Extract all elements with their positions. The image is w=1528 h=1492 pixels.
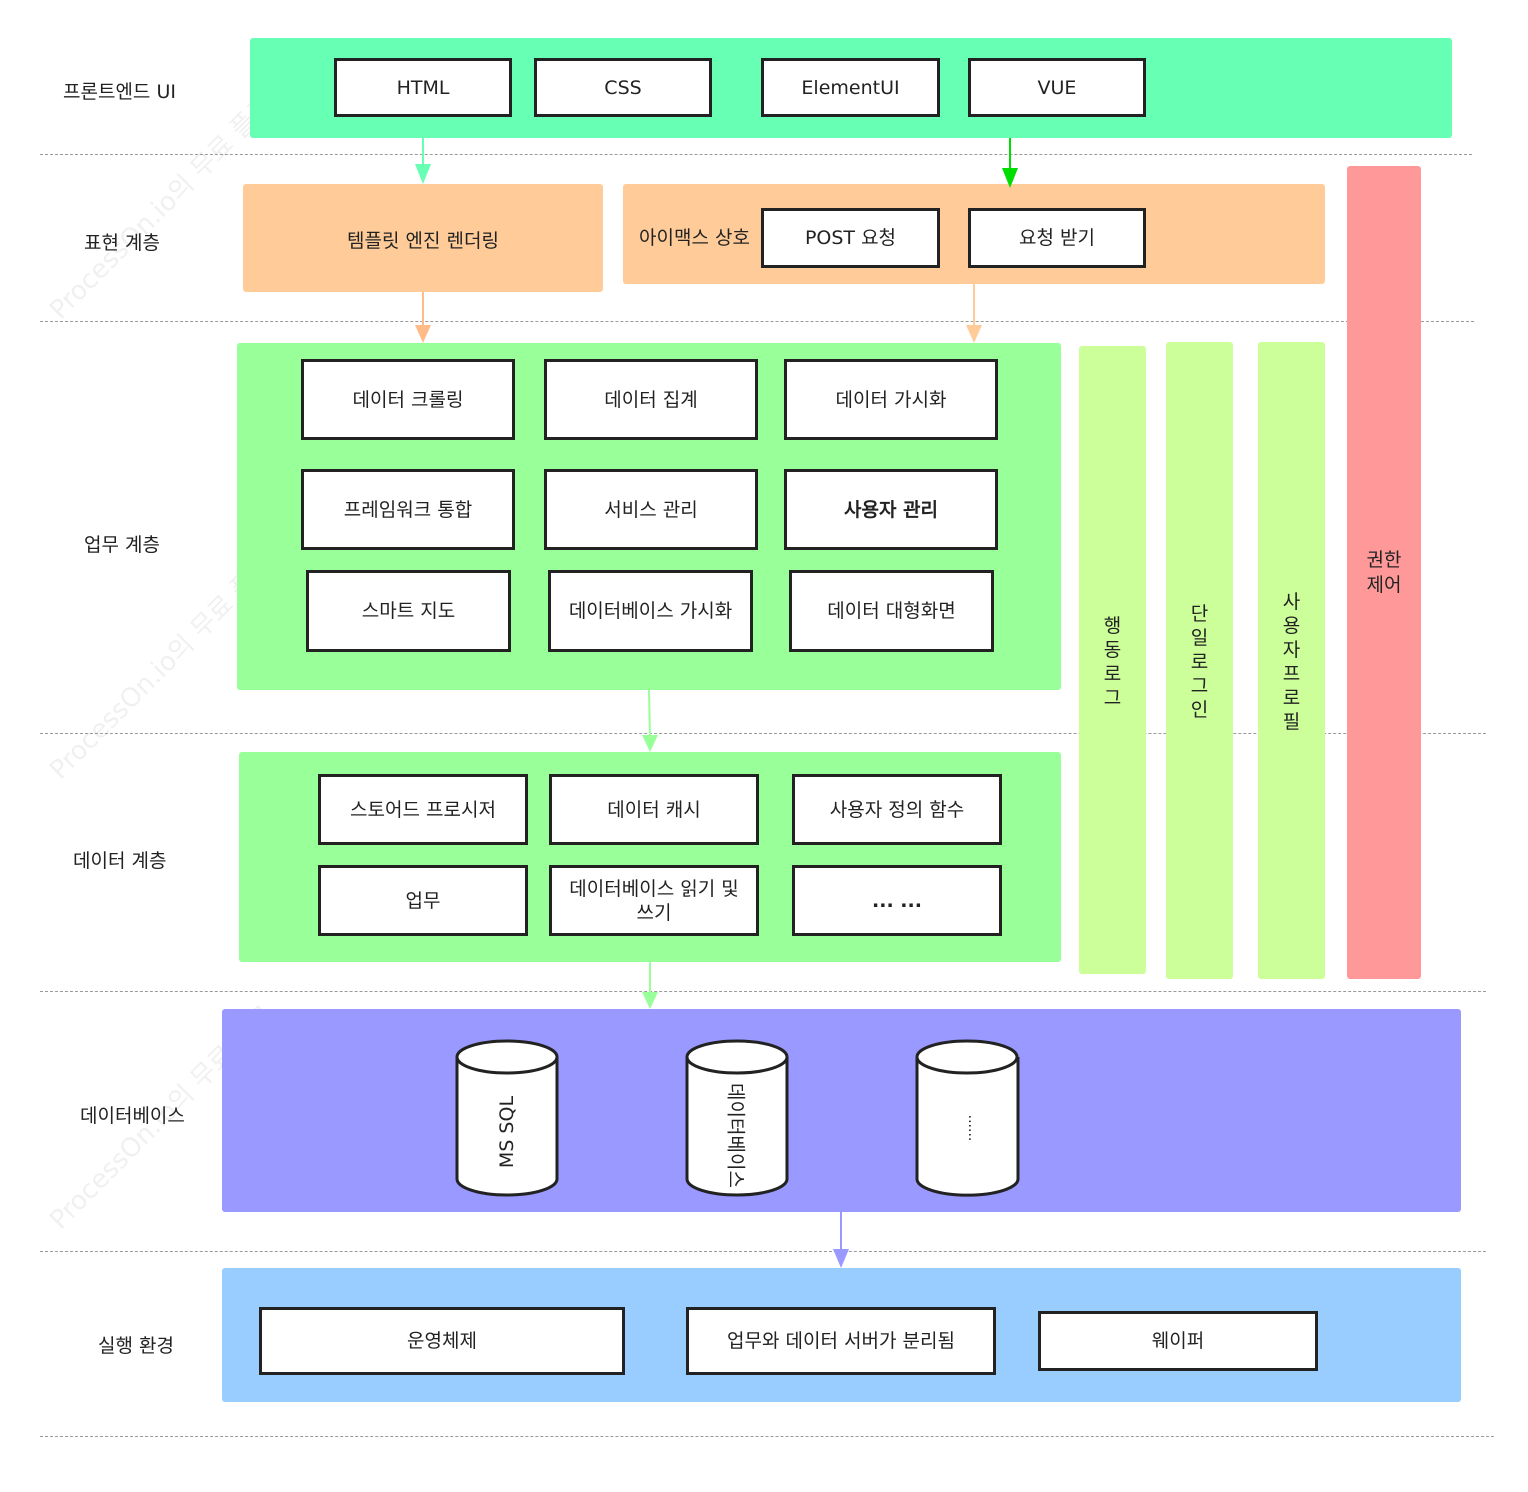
action-log-band: 행동로그 <box>1079 346 1146 974</box>
action-log-label: 행동로그 <box>1103 615 1122 709</box>
data-cache-box: 데이터 캐시 <box>549 774 759 845</box>
wafer-box: 웨이퍼 <box>1038 1311 1318 1371</box>
divider <box>40 733 1486 734</box>
visualization-box: 데이터 가시화 <box>784 359 998 440</box>
db-visualization-box: 데이터베이스 가시화 <box>548 570 753 652</box>
profile-band: 사용자프로필 <box>1258 342 1325 979</box>
database-cylinders <box>455 1039 1020 1197</box>
arrow-ajax-to-business <box>966 284 982 343</box>
css-box: CSS <box>534 58 712 117</box>
stored-procedure-box: 스토어드 프로시저 <box>318 774 528 845</box>
divider <box>40 321 1474 322</box>
smart-map-box: 스마트 지도 <box>306 570 511 652</box>
mssql-cylinder <box>455 1039 559 1197</box>
os-box: 운영체제 <box>259 1307 625 1375</box>
permission-label: 권한 제어 <box>1366 549 1402 596</box>
layer-label-business: 업무 계층 <box>84 534 160 556</box>
layer-label-presentation: 표현 계층 <box>84 232 160 254</box>
db-read-write-box: 데이터베이스 읽기 및 쓰기 <box>549 865 759 936</box>
framework-box: 프레임워크 통합 <box>301 469 515 550</box>
divider <box>40 1436 1494 1437</box>
user-management-box: 사용자 관리 <box>784 469 998 550</box>
ajax-label: 아이맥스 상호 <box>639 227 750 249</box>
more-db-cylinder <box>915 1039 1020 1197</box>
database-band <box>222 1009 1461 1212</box>
layer-label-data: 데이터 계층 <box>73 850 167 872</box>
big-screen-box: 데이터 대형화면 <box>789 570 994 652</box>
template-render-label: 템플릿 엔진 렌더링 <box>347 230 499 252</box>
crawling-box: 데이터 크롤링 <box>301 359 515 440</box>
arrow-business-to-data <box>642 689 658 752</box>
udf-box: 사용자 정의 함수 <box>792 774 1002 845</box>
work-box: 업무 <box>318 865 528 936</box>
arrow-data-to-database <box>642 962 658 1009</box>
receive-request-box: 요청 받기 <box>968 208 1146 268</box>
sso-label: 단일로그인 <box>1190 603 1209 721</box>
aggregation-box: 데이터 집계 <box>544 359 758 440</box>
arrow-database-to-runtime <box>833 1212 849 1268</box>
permission-band: 권한 제어 <box>1347 166 1421 979</box>
divider <box>40 154 1472 155</box>
more-data-box: ... ... <box>792 865 1002 936</box>
template-render-band <box>243 184 603 292</box>
profile-label: 사용자프로필 <box>1282 591 1301 733</box>
sso-band: 단일로그인 <box>1166 342 1233 979</box>
server-separation-box: 업무와 데이터 서버가 분리됨 <box>686 1307 996 1375</box>
elementui-box: ElementUI <box>761 58 940 117</box>
service-box: 서비스 관리 <box>544 469 758 550</box>
layer-label-runtime: 실행 환경 <box>98 1335 174 1357</box>
divider <box>40 991 1486 992</box>
db-cylinder <box>685 1039 789 1197</box>
layer-label-database: 데이터베이스 <box>80 1105 185 1127</box>
html-box: HTML <box>334 58 512 117</box>
arrow-vue-to-receive <box>1002 138 1018 188</box>
divider <box>40 1251 1486 1252</box>
arrow-html-to-template <box>415 138 431 184</box>
post-request-box: POST 요청 <box>761 208 940 268</box>
layer-label-frontend: 프론트엔드 UI <box>63 81 176 103</box>
vue-box: VUE <box>968 58 1146 117</box>
arrow-template-to-business <box>415 292 431 343</box>
